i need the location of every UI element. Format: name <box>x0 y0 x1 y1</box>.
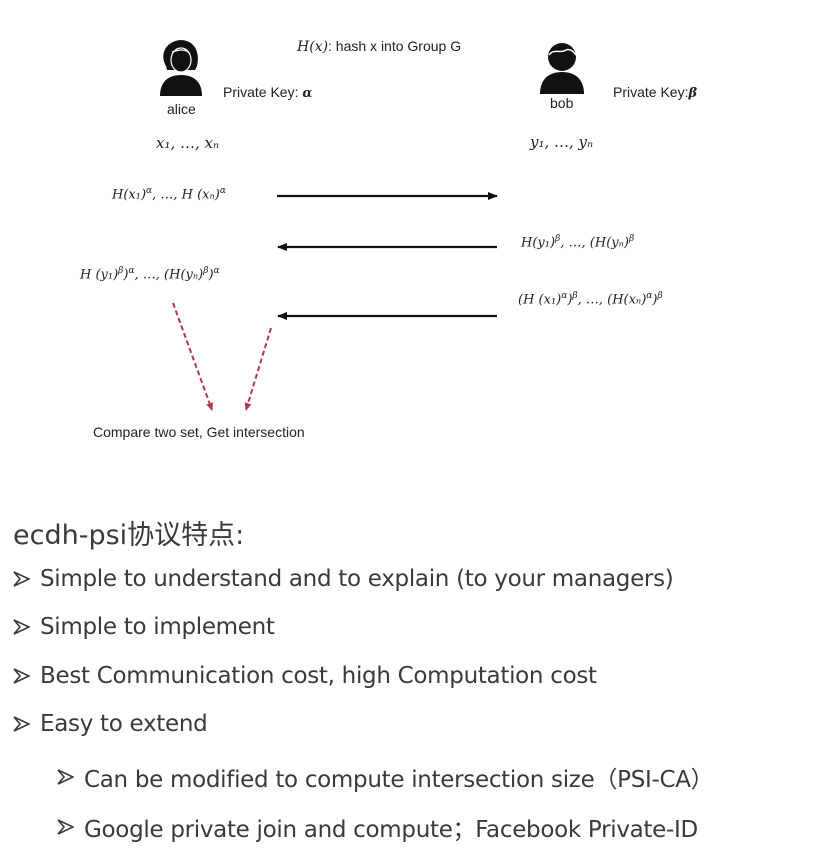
alice-private-key: Private Key: α <box>223 84 312 102</box>
message-label-1: H(x₁)α, …, H (xₙ)α <box>112 186 226 203</box>
bullet-text: Can be modified to compute intersection … <box>84 767 714 793</box>
sub-bullet-item: Can be modified to compute intersection … <box>56 760 714 794</box>
protocol-diagram <box>160 40 584 411</box>
bullet-item: Easy to extend <box>12 711 208 737</box>
person-male-icon <box>540 43 584 94</box>
hash-note: H(x): hash x into Group G <box>297 38 461 56</box>
alice-private-key-symbol: α <box>302 86 313 101</box>
bullet-item: Simple to implement <box>12 614 275 640</box>
alice-set: x₁, …, xₙ <box>156 134 220 152</box>
bullet-arrow-icon <box>13 619 30 635</box>
bullet-text: Simple to implement <box>40 614 275 640</box>
bob-private-key-label: Private Key: <box>613 84 689 100</box>
hash-function: H(x) <box>297 39 329 55</box>
bullet-arrow-icon <box>13 571 30 587</box>
alice-private-key-label: Private Key: <box>223 84 303 100</box>
bob-private-key: Private Key:β <box>613 84 697 102</box>
bullet-text: Google private join and compute；Facebook… <box>84 817 698 843</box>
compare-label: Compare two set, Get intersection <box>93 424 305 440</box>
bob-name: bob <box>550 95 574 111</box>
bullet-text: Best Communication cost, high Computatio… <box>40 663 597 689</box>
bullet-item: Simple to understand and to explain (to … <box>12 566 674 592</box>
message-label-2: H(y₁)β, …, (H(yₙ)β <box>521 234 635 251</box>
person-female-icon <box>160 40 202 96</box>
alice-name: alice <box>167 101 196 117</box>
compare-arrow-left <box>172 302 213 411</box>
message-label-3: (H (x₁)α)β, …, (H(xₙ)α)β <box>518 291 663 308</box>
bob-private-key-symbol: β <box>688 86 698 101</box>
sub-bullet-item: Google private join and compute；Facebook… <box>56 810 698 844</box>
bullet-arrow-icon <box>57 819 74 835</box>
bullet-arrow-icon <box>13 716 30 732</box>
bob-set: y₁, …, yₙ <box>530 133 594 151</box>
bullet-item: Best Communication cost, high Computatio… <box>12 663 597 689</box>
bullet-arrow-icon <box>13 668 30 684</box>
hash-description: : hash x into Group G <box>328 38 462 54</box>
bullet-text: Simple to understand and to explain (to … <box>40 566 674 592</box>
alice-computed-label: H (y₁)β)α, …, (H(yₙ)β)α <box>80 266 220 283</box>
compare-arrow-right <box>244 327 272 411</box>
bullet-text: Easy to extend <box>40 711 208 737</box>
slide-heading: ecdh-psi协议特点: <box>13 520 245 551</box>
bullet-arrow-icon <box>57 769 74 785</box>
